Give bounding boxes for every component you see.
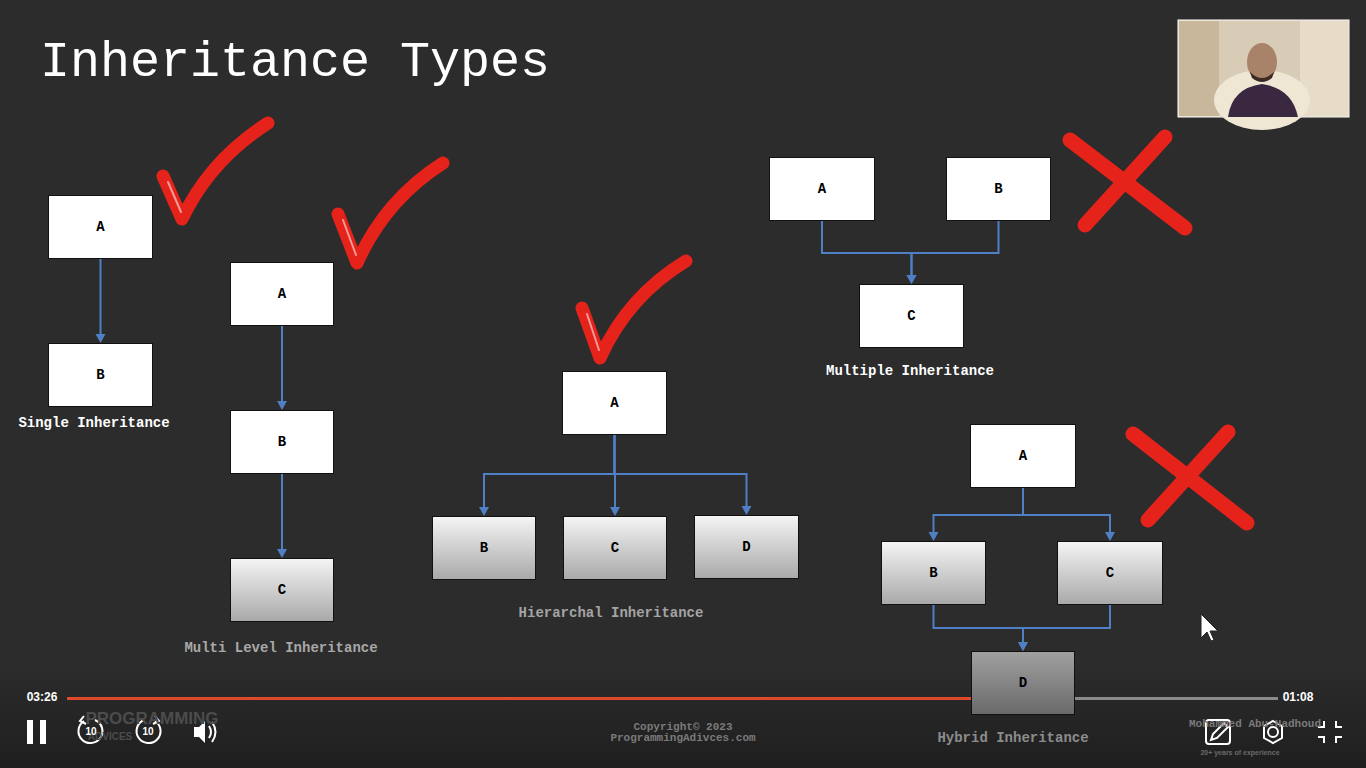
class-name: C	[278, 582, 286, 598]
author-name: Mohammed Abu-Hadhoud	[1189, 718, 1321, 730]
class-name: C	[611, 540, 619, 556]
class-box: A	[769, 157, 875, 221]
class-box: A	[970, 424, 1076, 488]
check-marks	[163, 123, 686, 358]
connector-line	[934, 488, 1024, 533]
inheritance-arrow	[1023, 488, 1115, 541]
control-shade	[0, 660, 1366, 768]
class-box: A	[230, 262, 334, 326]
arrow-head	[479, 507, 489, 516]
arrow-head	[610, 507, 620, 516]
class-box: A	[48, 195, 153, 259]
website-note: ProgrammingAdivces.com	[610, 732, 755, 744]
mouse-cursor	[1201, 614, 1218, 641]
class-name: C	[907, 308, 915, 324]
class-box: B	[48, 343, 153, 407]
connector-line	[281, 326, 283, 402]
progress-played	[67, 697, 993, 700]
arrow-head	[1018, 642, 1028, 651]
inheritance-arrow	[929, 488, 1024, 541]
class-name: A	[96, 219, 104, 235]
arrow-head	[907, 275, 917, 284]
connector-line	[912, 221, 999, 276]
pattern-name: Hybrid Inheritance	[937, 731, 1088, 746]
check-highlights	[168, 182, 599, 350]
arrow-head	[907, 275, 917, 284]
class-box: D	[694, 515, 799, 579]
cross-marks	[1070, 137, 1247, 523]
pattern-name: Hierarchal Inheritance	[519, 606, 704, 621]
class-name: B	[480, 540, 488, 556]
arrow-head	[277, 549, 287, 558]
pattern-name: Multiple Inheritance	[826, 364, 994, 379]
connector-line	[281, 474, 283, 550]
inheritance-arrow	[934, 605, 1029, 651]
inheritance-arrow	[277, 326, 287, 410]
class-name: A	[818, 181, 826, 197]
inheritance-arrow	[907, 221, 999, 284]
inheritance-arrow	[277, 474, 287, 558]
arrow-head	[277, 401, 287, 410]
pattern-name: Single Inheritance	[18, 416, 169, 431]
inheritance-arrow	[1018, 605, 1110, 651]
class-name: A	[610, 395, 618, 411]
elapsed-time: 03:26	[27, 691, 58, 704]
progress-track	[67, 697, 1278, 700]
class-box: A	[562, 371, 667, 435]
inheritance-arrow	[822, 221, 917, 284]
class-name: C	[1106, 565, 1114, 581]
class-box: D	[971, 651, 1075, 715]
inheritance-arrow	[615, 435, 752, 515]
connector-line	[1023, 488, 1110, 533]
arrow-head	[1018, 642, 1028, 651]
remaining-time: 01:08	[1283, 691, 1314, 704]
class-box: B	[230, 410, 334, 474]
connector-line	[822, 221, 912, 276]
arrow-head	[96, 334, 106, 343]
webcam-thumbnail	[1178, 20, 1349, 130]
class-name: D	[742, 539, 750, 555]
connector-line	[484, 435, 615, 508]
class-name: B	[929, 565, 937, 581]
arrow-head	[929, 532, 939, 541]
skip-seconds: 10	[85, 726, 96, 737]
connector-line	[100, 259, 102, 335]
class-box: B	[946, 157, 1051, 221]
author-note: 20+ years of experience	[1200, 749, 1279, 757]
class-name: B	[96, 367, 104, 383]
logo-watermark: PROGRAMMING	[85, 710, 218, 729]
class-box: B	[881, 541, 986, 605]
slide-title: Inheritance Types	[40, 38, 550, 88]
class-name: A	[1019, 448, 1027, 464]
connector-line	[1023, 605, 1110, 643]
skip-seconds: 10	[142, 726, 153, 737]
class-name: B	[278, 434, 286, 450]
inheritance-arrow	[479, 435, 615, 516]
class-name: A	[278, 286, 286, 302]
class-name: B	[994, 181, 1002, 197]
copyright-note: Copyright© 2023	[633, 721, 732, 733]
connector-line	[934, 605, 1024, 643]
class-box: C	[230, 558, 334, 622]
class-box: C	[1057, 541, 1163, 605]
inheritance-arrow	[96, 259, 106, 343]
connector-line	[615, 435, 747, 507]
class-name: D	[1019, 675, 1027, 691]
pause-icon	[27, 720, 46, 744]
class-box: C	[859, 284, 964, 348]
class-box: B	[432, 516, 536, 580]
arrow-head	[742, 506, 752, 515]
class-box: C	[563, 516, 667, 580]
pattern-name: Multi Level Inheritance	[184, 641, 377, 656]
arrow-head	[1105, 532, 1115, 541]
